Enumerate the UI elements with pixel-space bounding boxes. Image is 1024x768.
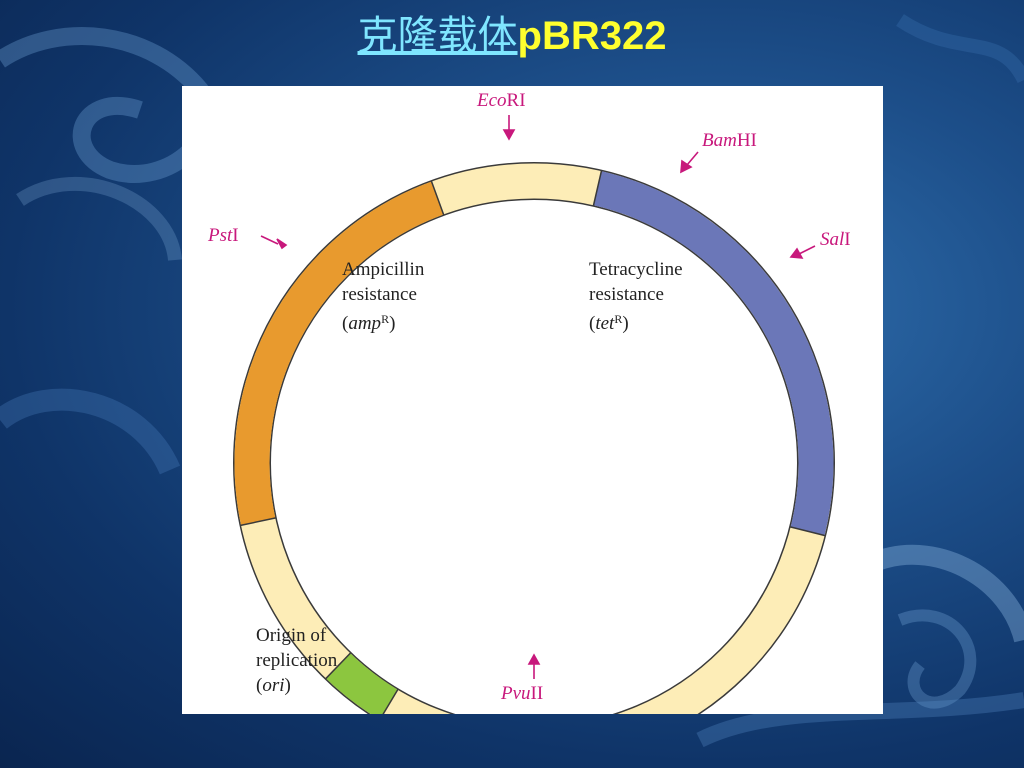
site-sali-roman: I: [844, 229, 851, 250]
amp-line2: resistance: [342, 284, 417, 305]
site-label-psti: PstI: [208, 225, 239, 247]
site-pvuii-roman: II: [530, 683, 544, 704]
region-label-tet: Tetracycline resistance (tetR): [589, 257, 683, 336]
tet-gene-sup: R: [614, 312, 623, 326]
amp-gene-sup: R: [381, 312, 390, 326]
site-ecori-roman: RI: [506, 90, 526, 111]
site-label-pvuii: PvuII: [501, 683, 543, 705]
segment-divider: [592, 170, 603, 206]
site-bamhi-italic: Bam: [702, 130, 737, 151]
ori-line2: replication: [256, 650, 338, 671]
slide-title: 克隆载体pBR322: [0, 8, 1024, 64]
site-pvuii-italic: Pvu: [501, 683, 531, 704]
plasmid-ring-svg: [233, 115, 835, 714]
segment-divider: [382, 688, 399, 714]
psti-arrow: [260, 235, 288, 250]
site-label-ecori: EcoRI: [477, 90, 526, 112]
tet-line2: resistance: [589, 284, 664, 305]
site-psti-roman: I: [232, 225, 239, 246]
site-label-bamhi: BamHI: [702, 130, 757, 152]
segment-divider: [240, 517, 276, 527]
site-label-sali: SalI: [820, 229, 851, 251]
title-plasmid-name: pBR322: [517, 14, 667, 58]
amp-resistance-segment: [234, 181, 444, 526]
title-link[interactable]: 克隆载体: [357, 13, 518, 59]
site-sali-italic: Sal: [820, 229, 845, 250]
amp-gene: (ampR): [342, 312, 396, 334]
ori-segment: [325, 653, 399, 714]
tet-gene: (tetR): [589, 312, 629, 334]
tet-gene-name: tet: [595, 313, 615, 334]
ecori-arrow: [502, 115, 516, 141]
amp-gene-name: amp: [348, 313, 382, 334]
sali-arrow: [789, 245, 816, 259]
segment-divider: [430, 180, 445, 216]
tet-resistance-segment: [593, 171, 834, 536]
segment-divider: [790, 526, 826, 537]
region-label-amp: Ampicillin resistance (ampR): [342, 257, 424, 336]
site-bamhi-roman: HI: [736, 130, 757, 151]
segment-divider: [325, 652, 352, 680]
segment-dividers: [240, 170, 826, 714]
site-ecori-italic: Eco: [477, 90, 507, 111]
bamhi-arrow: [680, 151, 699, 174]
site-psti-italic: Pst: [208, 225, 233, 246]
plasmid-map-figure: EcoRI BamHI SalI PstI PvuII Ampicillin r…: [182, 86, 883, 714]
region-label-ori: Origin of replication (ori): [256, 623, 337, 698]
ori-gene-name: ori: [262, 675, 285, 696]
amp-line1: Ampicillin: [342, 259, 425, 280]
ori-gene: (ori): [256, 675, 291, 696]
tet-line1: Tetracycline: [589, 259, 683, 280]
pvuii-arrow: [527, 653, 541, 679]
ori-line1: Origin of: [256, 625, 327, 646]
